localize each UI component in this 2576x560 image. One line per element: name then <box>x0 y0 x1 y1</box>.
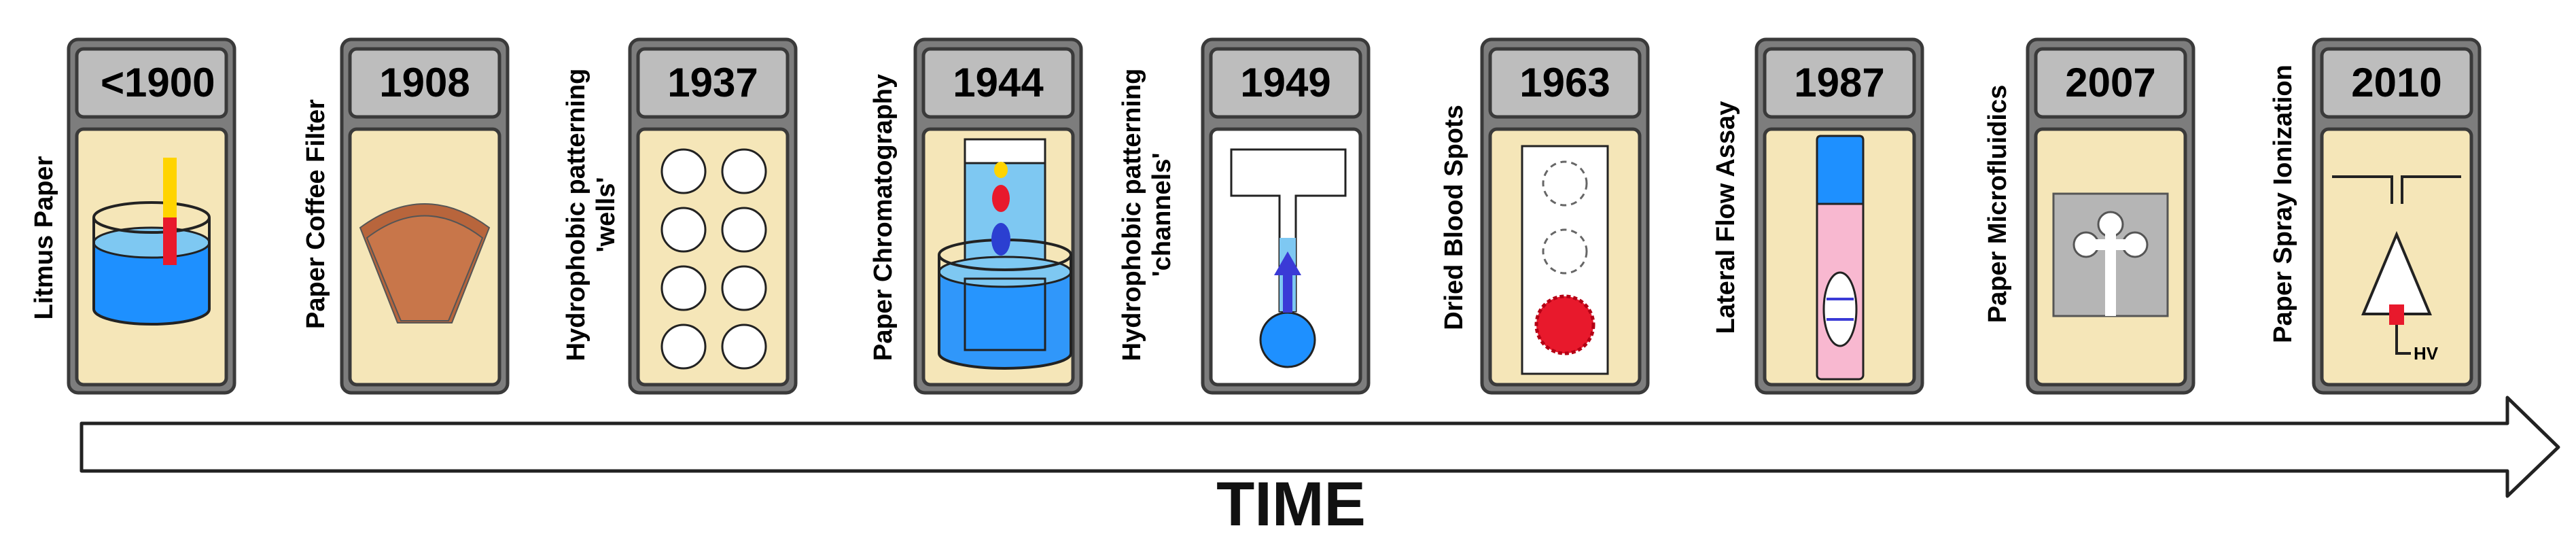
empty-spot <box>1542 228 1588 275</box>
ms-inlet <box>2332 175 2461 204</box>
spray-electrode <box>2389 304 2404 325</box>
year-box <box>1209 47 1362 119</box>
year-label: 1908 <box>379 60 470 105</box>
year-label: <1900 <box>101 60 215 105</box>
spot-blue <box>991 223 1010 256</box>
card-paper-spray-ionization <box>2312 37 2482 395</box>
card-lateral-flow-assay <box>1754 37 1924 395</box>
result-window <box>1822 271 1858 347</box>
year-label: 1937 <box>667 60 758 105</box>
milestone-label: Paper Coffee Filter <box>302 99 330 329</box>
year-label: 1963 <box>1519 60 1610 105</box>
well <box>721 207 767 253</box>
year-label: 2010 <box>2351 60 2442 105</box>
milestone-label: Dried Blood Spots <box>1440 105 1468 330</box>
well <box>660 265 707 311</box>
well <box>721 148 767 194</box>
year-label: 1944 <box>953 60 1044 105</box>
card-paper-coffee-filter <box>340 37 510 395</box>
tank-outline <box>938 255 1072 370</box>
beaker-rim <box>92 201 211 234</box>
litmus-strip-red <box>163 217 177 265</box>
spot-yellow <box>994 162 1008 178</box>
time-arrow <box>80 396 2560 498</box>
milestone-label: Paper Spray Ionization <box>2269 65 2297 343</box>
well <box>660 207 707 253</box>
blood-spot <box>1534 294 1595 355</box>
flow-arrow-icon <box>1274 251 1301 313</box>
year-box <box>1763 47 1916 119</box>
microfluidic-channel-pattern <box>2072 211 2149 316</box>
chromatography-paper-top <box>964 138 1046 164</box>
year-box <box>1488 47 1642 119</box>
well <box>721 265 767 311</box>
litmus-strip-yellow <box>163 158 177 217</box>
well <box>721 323 767 370</box>
year-box <box>921 47 1075 119</box>
beaker-water <box>94 243 209 324</box>
milestone-label: Lateral Flow Assay <box>1712 101 1740 334</box>
milestone-label: Litmus Paper <box>30 156 58 320</box>
year-box <box>2320 47 2473 119</box>
card-paper-chromatography <box>913 37 1083 395</box>
empty-spot <box>1542 160 1588 207</box>
coffee-filter-shape <box>366 215 484 321</box>
paper-in-water <box>964 277 1046 351</box>
year-box <box>636 47 790 119</box>
sample-pad <box>1816 135 1865 205</box>
year-box <box>2034 47 2187 119</box>
tank-water <box>939 272 1071 368</box>
beaker-outline <box>92 217 211 326</box>
year-label: 2007 <box>2065 60 2156 105</box>
card-hydrophobic-wells <box>628 37 798 395</box>
year-label: 1949 <box>1240 60 1331 105</box>
hv-wire <box>2395 325 2411 355</box>
spot-red <box>992 185 1010 212</box>
card-dried-blood-spots <box>1480 37 1650 395</box>
time-axis-label: TIME <box>1216 470 1366 539</box>
well <box>660 148 707 194</box>
card-hydrophobic-channels <box>1201 37 1371 395</box>
milestone-label: Paper Chromatography <box>869 73 898 362</box>
milestone-label: Paper Microfluidics <box>1983 84 2012 323</box>
tank-water-surface <box>938 256 1072 288</box>
year-box <box>75 47 228 119</box>
milestone-label: Hydrophobic patterning 'channels' <box>1118 68 1176 362</box>
reservoir <box>1259 311 1316 368</box>
milestone-label: Hydrophobic patterning 'wells' <box>562 68 620 362</box>
well <box>660 323 707 370</box>
year-label: 1987 <box>1794 60 1885 105</box>
card-paper-microfluidics <box>2026 37 2195 395</box>
hv-label: HV <box>2414 343 2439 364</box>
card-litmus-paper <box>67 37 236 395</box>
year-box <box>348 47 501 119</box>
